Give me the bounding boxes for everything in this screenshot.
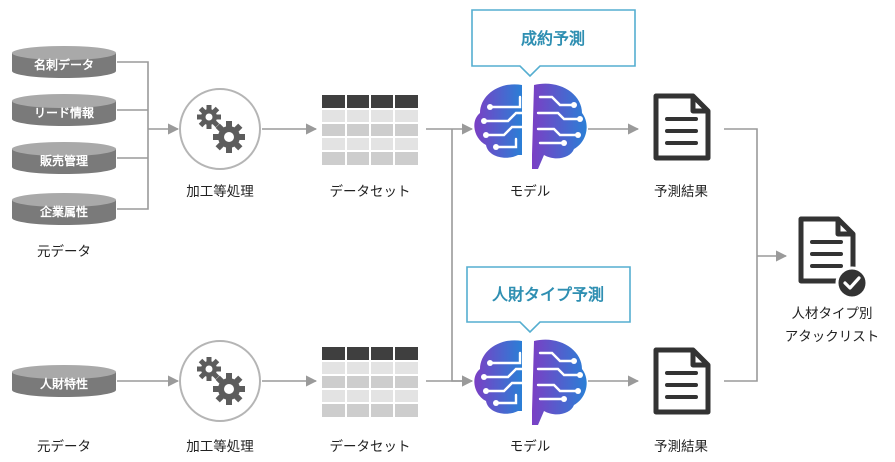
connectors	[117, 61, 788, 387]
database-icon: 名刺データ	[12, 46, 116, 78]
database-icon: 販売管理	[12, 142, 116, 174]
document-check-icon	[801, 219, 869, 300]
source-label: 企業属性	[39, 204, 88, 219]
process-label: 加工等処理	[186, 183, 254, 200]
gears-icon	[179, 88, 261, 170]
model-callout: 成約予測	[471, 9, 636, 78]
source-bracket-connector	[117, 61, 149, 210]
ai-brain-icon	[473, 82, 588, 171]
model-label: モデル	[510, 438, 551, 455]
results-merge-connector	[724, 128, 758, 382]
database-icon: 人財特性	[12, 365, 116, 397]
document-icon	[656, 96, 708, 158]
final-output-label-line2: アタックリスト	[785, 329, 880, 345]
result-label: 予測結果	[654, 184, 708, 200]
model-callout-text: 成約予測	[521, 29, 585, 48]
source-label: 名刺データ	[34, 57, 94, 72]
final-output-label-line1: 人材タイプ別	[792, 306, 873, 322]
gears-icon	[179, 340, 261, 422]
ai-brain-icon	[473, 338, 588, 427]
database-icon: リード情報	[12, 94, 116, 126]
result-label: 予測結果	[654, 439, 708, 455]
top-sources: 名刺データ リード情報 販売管理 企業属性 元データ	[12, 46, 116, 260]
table-icon	[321, 94, 419, 166]
model-callout: 人財タイプ予測	[466, 266, 631, 334]
dataset-label: データセット	[330, 183, 411, 200]
dataset-label: データセット	[330, 438, 411, 455]
database-icon: 企業属性	[12, 193, 116, 225]
source-label: 販売管理	[40, 153, 88, 168]
table-icon	[321, 346, 419, 418]
process-label: 加工等処理	[186, 438, 254, 455]
source-label: 人財特性	[40, 376, 88, 391]
model-callout-text: 人財タイプ予測	[492, 285, 604, 304]
source-caption: 元データ	[37, 438, 91, 455]
source-caption: 元データ	[37, 243, 91, 260]
source-label: リード情報	[34, 105, 95, 120]
document-icon	[656, 350, 708, 412]
model-label: モデル	[510, 183, 551, 200]
dataset-to-bottom-model-arrow	[451, 129, 474, 387]
